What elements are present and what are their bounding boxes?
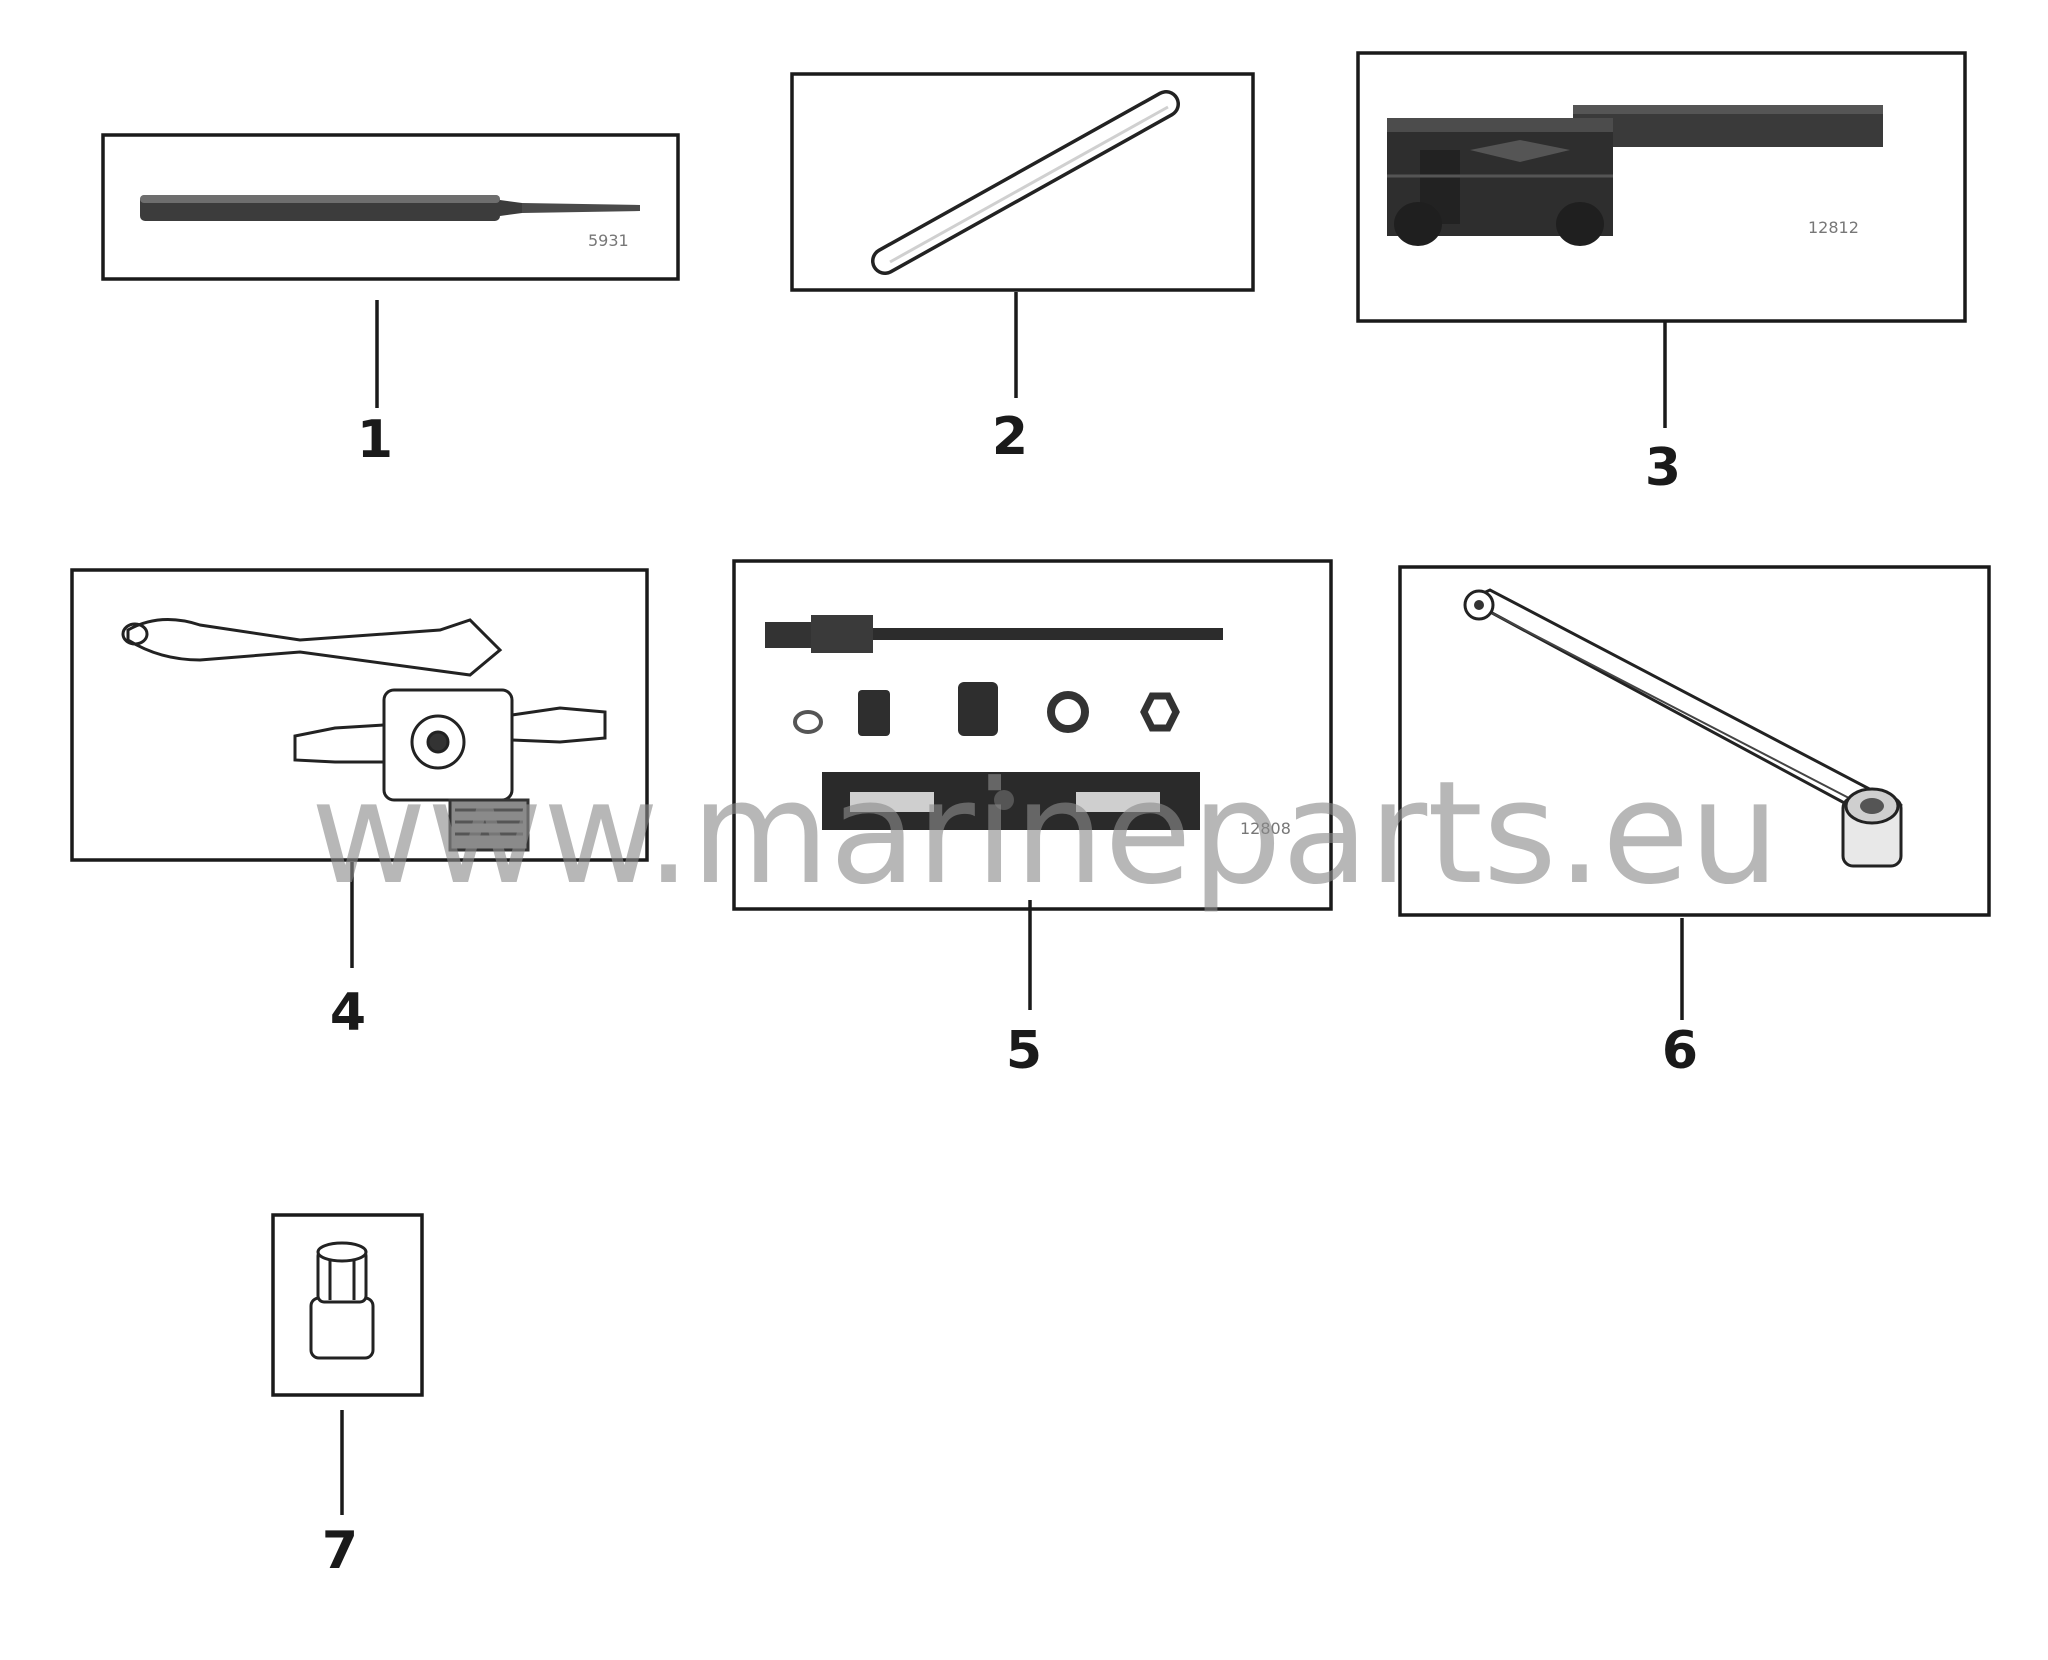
pin-punch-icon [140, 195, 640, 221]
part-2[interactable]: 2 [790, 72, 1255, 467]
part-1[interactable]: 5931 1 [101, 133, 680, 470]
part-5-photo-code: 12808 [1240, 819, 1291, 838]
spanner-wrench-icon [1463, 588, 1904, 868]
part-7[interactable]: 7 [271, 1213, 424, 1581]
rod-icon [871, 90, 1180, 275]
holding-bar-icon [1387, 105, 1883, 246]
part-6-number: 6 [1662, 1021, 1698, 1081]
puller-kit-icon [765, 615, 1223, 830]
part-1-number: 1 [357, 410, 393, 470]
part-6[interactable]: 6 [1398, 565, 1991, 1081]
part-3-number: 3 [1645, 438, 1681, 498]
part-5-number: 5 [1006, 1021, 1042, 1081]
grease-gun-adapter-icon [121, 618, 607, 852]
part-7-number: 7 [322, 1521, 358, 1581]
part-4-number: 4 [330, 983, 366, 1043]
watermark-text: www.marineparts.eu [311, 751, 1780, 916]
part-3-photo-code: 12812 [1808, 218, 1859, 237]
part-1-photo-code: 5931 [588, 231, 629, 250]
socket-icon [309, 1241, 375, 1360]
part-5[interactable]: 12808 5 [732, 559, 1333, 1081]
part-4[interactable]: 4 [70, 568, 649, 1043]
part-2-number: 2 [992, 407, 1028, 467]
part-3[interactable]: 12812 3 [1356, 51, 1967, 498]
